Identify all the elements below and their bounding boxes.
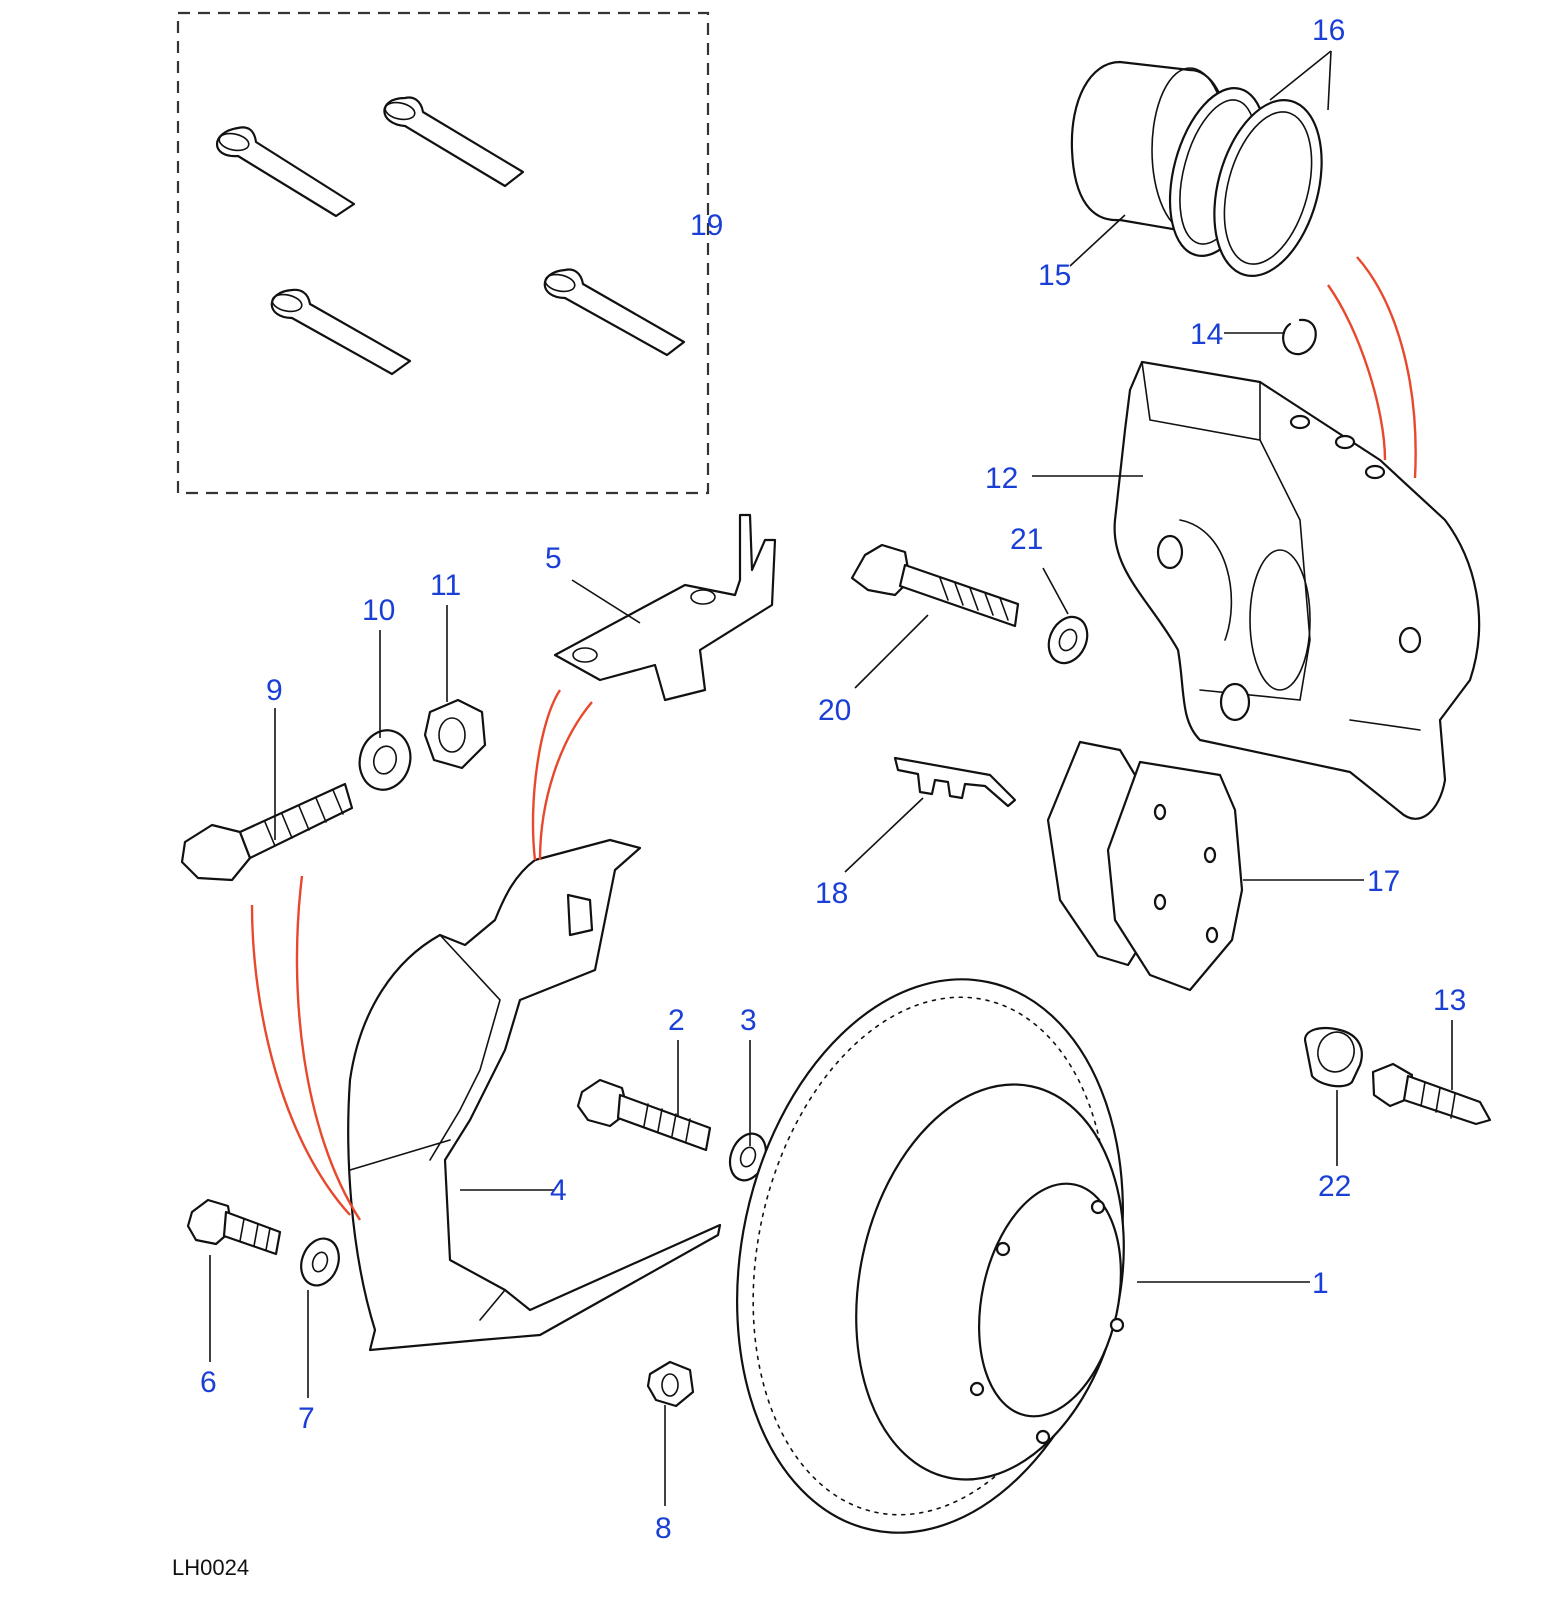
small-nut: [646, 1360, 695, 1408]
callout-19: 19: [690, 209, 723, 242]
callout-22: 22: [1318, 1170, 1351, 1203]
callout-9: 9: [266, 674, 283, 707]
callout-15: 15: [1038, 259, 1071, 292]
diagram-reference-code: LH0024: [172, 1555, 249, 1580]
mounting-bracket: [553, 513, 777, 702]
callout-20: 20: [818, 694, 851, 727]
callout-10: 10: [362, 594, 395, 627]
bleed-screw-cap: [1303, 1026, 1363, 1088]
callout-7: 7: [298, 1402, 315, 1435]
callout-4: 4: [550, 1174, 567, 1207]
callout-5: 5: [545, 542, 562, 575]
brake-caliper: [1113, 360, 1481, 820]
mounting-bolt: [180, 782, 354, 882]
caliper-bolt-washer: [1047, 615, 1089, 665]
callout-1: 1: [1312, 1267, 1329, 1300]
dust-shield: [347, 838, 722, 1352]
callout-2: 2: [668, 1004, 685, 1037]
callout-16: 16: [1312, 14, 1345, 47]
split-pin: [383, 96, 525, 188]
callout-18: 18: [815, 877, 848, 910]
callout-8: 8: [655, 1512, 672, 1545]
circlip: [1282, 318, 1317, 356]
callout-6: 6: [200, 1366, 217, 1399]
piston-seals: [1168, 87, 1323, 277]
callout-13: 13: [1433, 984, 1466, 1017]
callout-12: 12: [985, 462, 1018, 495]
callout-21: 21: [1010, 523, 1043, 556]
callout-3: 3: [740, 1004, 757, 1037]
assembly-lines: [250, 256, 1417, 1221]
kit-dashed-box: [176, 11, 710, 495]
brake-pads: [1046, 740, 1244, 992]
small-bolt: [186, 1198, 282, 1256]
shield-bolt-washer: [728, 1132, 768, 1182]
small-washer: [300, 1237, 340, 1287]
callouts: 1 2 3 4 5 6 7 8 9 10 11 12 13 14 15 16 1…: [200, 14, 1466, 1545]
caliper-bolt: [850, 543, 1020, 628]
callout-11: 11: [430, 569, 461, 602]
split-pin-kit: [176, 11, 710, 495]
split-pin: [543, 268, 686, 357]
callout-14: 14: [1190, 318, 1223, 351]
callout-17: 17: [1367, 865, 1400, 898]
pad-retaining-spring: [893, 756, 1017, 808]
split-pin: [270, 288, 412, 376]
shield-bolt: [576, 1078, 712, 1152]
spring-washer: [358, 729, 412, 791]
leader-lines: [209, 50, 1453, 1506]
hex-nut: [423, 698, 487, 770]
brake-disc: [736, 978, 1125, 1534]
split-pin: [215, 126, 356, 218]
bleed-screw: [1371, 1062, 1492, 1126]
